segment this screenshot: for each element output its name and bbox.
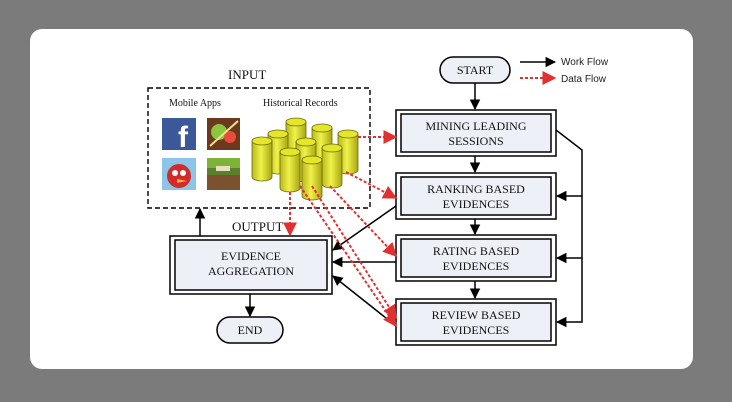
end-node: END xyxy=(216,316,284,344)
end-label: END xyxy=(238,323,263,337)
fruit-ninja-icon xyxy=(207,118,240,150)
minecraft-icon xyxy=(207,158,240,190)
review-based-evidences-box: REVIEW BASED EVIDENCES xyxy=(395,298,557,346)
legend-data-flow-label: Data Flow xyxy=(561,74,607,85)
evidence-aggregation-box: EVIDENCE AGGREGATION xyxy=(169,235,333,295)
input-label: INPUT xyxy=(228,67,266,82)
ranking-based-evidences-box: RANKING BASED EVIDENCES xyxy=(395,172,557,220)
angry-birds-icon xyxy=(162,158,196,190)
ranking-line-1: RANKING BASED xyxy=(427,182,525,196)
data-arrow-to-review-a xyxy=(311,185,397,320)
database-cylinder-icon xyxy=(301,155,323,201)
review-line-1: REVIEW BASED xyxy=(432,308,521,322)
facebook-icon: f xyxy=(162,118,196,154)
mining-line-2: SESSIONS xyxy=(448,134,503,148)
historical-records-label: Historical Records xyxy=(263,98,338,109)
aggregation-line-1: EVIDENCE xyxy=(221,249,281,263)
database-cylinder-icon xyxy=(321,143,343,189)
rating-line-1: RATING BASED xyxy=(433,244,520,258)
arrow-review-to-aggregation xyxy=(332,275,397,327)
data-arrow-to-review-b xyxy=(299,185,397,328)
mining-leading-sessions-box: MINING LEADING SESSIONS xyxy=(395,109,557,157)
ranking-line-2: EVIDENCES xyxy=(443,197,510,211)
mobile-apps-label: Mobile Apps xyxy=(169,98,221,109)
svg-text:f: f xyxy=(178,121,189,154)
arrow-ranking-to-aggregation xyxy=(332,205,397,251)
arrow-mining-to-right-branch xyxy=(555,129,583,328)
legend-work-flow-label: Work Flow xyxy=(561,57,609,68)
data-arrow-to-rating xyxy=(329,185,397,258)
aggregation-line-2: AGGREGATION xyxy=(208,264,294,278)
review-line-2: EVIDENCES xyxy=(443,323,510,337)
data-flow-arrows xyxy=(283,130,398,328)
output-label: OUTPUT xyxy=(232,219,283,234)
historical-records-cylinders xyxy=(251,117,359,201)
rating-based-evidences-box: RATING BASED EVIDENCES xyxy=(395,234,557,282)
data-arrow-to-ranking xyxy=(345,171,398,199)
database-cylinder-icon xyxy=(251,136,273,182)
database-cylinder-icon xyxy=(279,147,301,193)
start-label: START xyxy=(457,63,494,77)
legend: Work Flow Data Flow xyxy=(520,56,609,85)
rating-line-2: EVIDENCES xyxy=(443,259,510,273)
input-group xyxy=(147,87,371,209)
start-node: START xyxy=(439,56,511,84)
mining-line-1: MINING LEADING xyxy=(426,119,527,133)
